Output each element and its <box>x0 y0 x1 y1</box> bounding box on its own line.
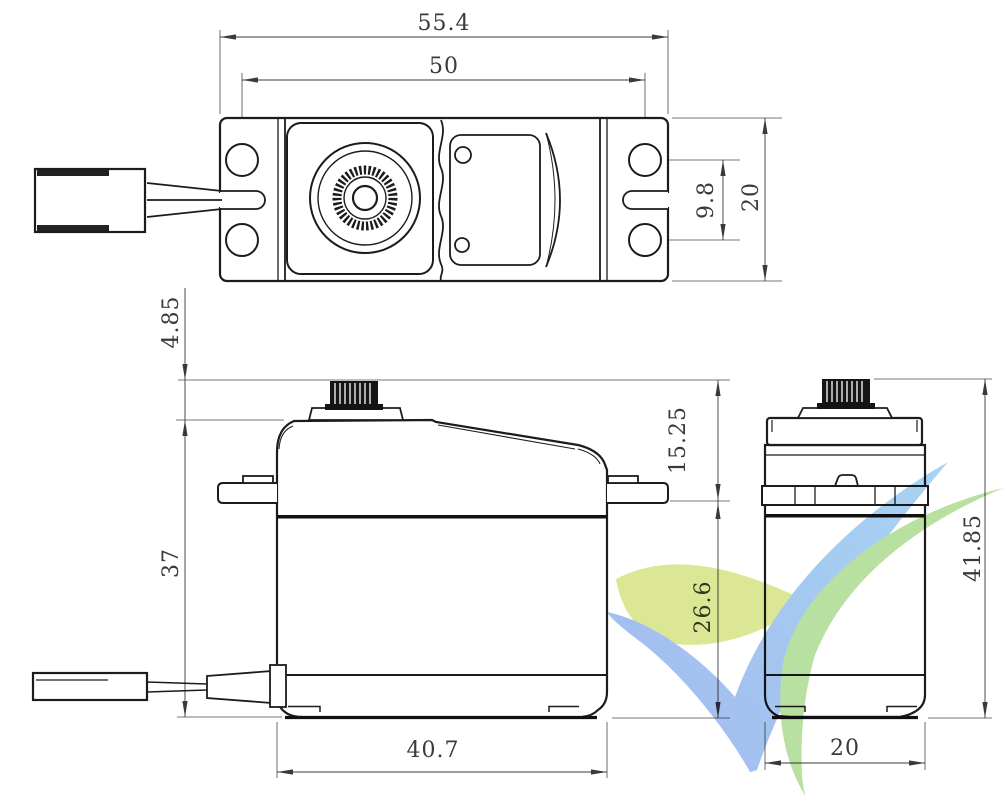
screw-hole-top <box>454 146 472 164</box>
flange-left <box>217 482 277 504</box>
watermark-logo <box>607 462 1003 797</box>
slot-left <box>220 190 266 210</box>
dim-body-depth-label: 20 <box>739 182 764 212</box>
case-seam-upper <box>277 515 607 519</box>
watermark-yellow-leaf <box>616 564 806 645</box>
front-case-outline <box>275 418 609 673</box>
mount-hole-bl <box>225 223 259 257</box>
servo-connector-top <box>33 167 223 234</box>
mount-hole-tl <box>225 143 259 177</box>
connector-front <box>31 671 149 702</box>
dim-overall-height-label: 41.85 <box>961 514 986 582</box>
dim-case-length-label: 40.7 <box>407 738 460 763</box>
dim-horn-height-label: 4.85 <box>159 296 184 349</box>
horn-platform <box>307 407 405 421</box>
wavy-parting-line <box>438 119 444 281</box>
dim-hole-span-label: 50 <box>429 54 459 79</box>
top-view <box>33 116 672 283</box>
side-top-cap <box>765 416 924 447</box>
dim-overall-width-label: 55.4 <box>418 11 471 36</box>
flange-right <box>607 482 669 504</box>
slot-right <box>622 190 668 210</box>
spline-shaft-side <box>817 379 875 409</box>
gearbox-lid <box>286 122 434 275</box>
spline-shaft-front <box>325 381 383 410</box>
front-view <box>31 381 669 720</box>
servo-lead-front <box>31 664 287 708</box>
screw-hole-bottom <box>454 237 470 253</box>
wire-boot <box>206 670 273 704</box>
side-flange-band <box>761 474 929 506</box>
dim-hole-pair-label: 9.8 <box>694 181 719 219</box>
dim-case-height-label: 37 <box>159 548 184 578</box>
wire-collar <box>269 664 287 708</box>
dim-top-to-flange-label: 15.25 <box>666 406 691 474</box>
output-spline-rings <box>309 142 421 254</box>
dimension-lines <box>176 30 992 778</box>
label-plate <box>449 134 541 266</box>
mount-hole-tr <box>628 143 662 177</box>
dim-case-width-label: 20 <box>830 736 860 761</box>
watermark-blue-check <box>607 462 948 772</box>
foot-left <box>288 705 321 712</box>
mount-hole-br <box>628 223 662 257</box>
foot-right <box>548 705 579 712</box>
watermark-green-swoosh <box>780 488 1003 797</box>
